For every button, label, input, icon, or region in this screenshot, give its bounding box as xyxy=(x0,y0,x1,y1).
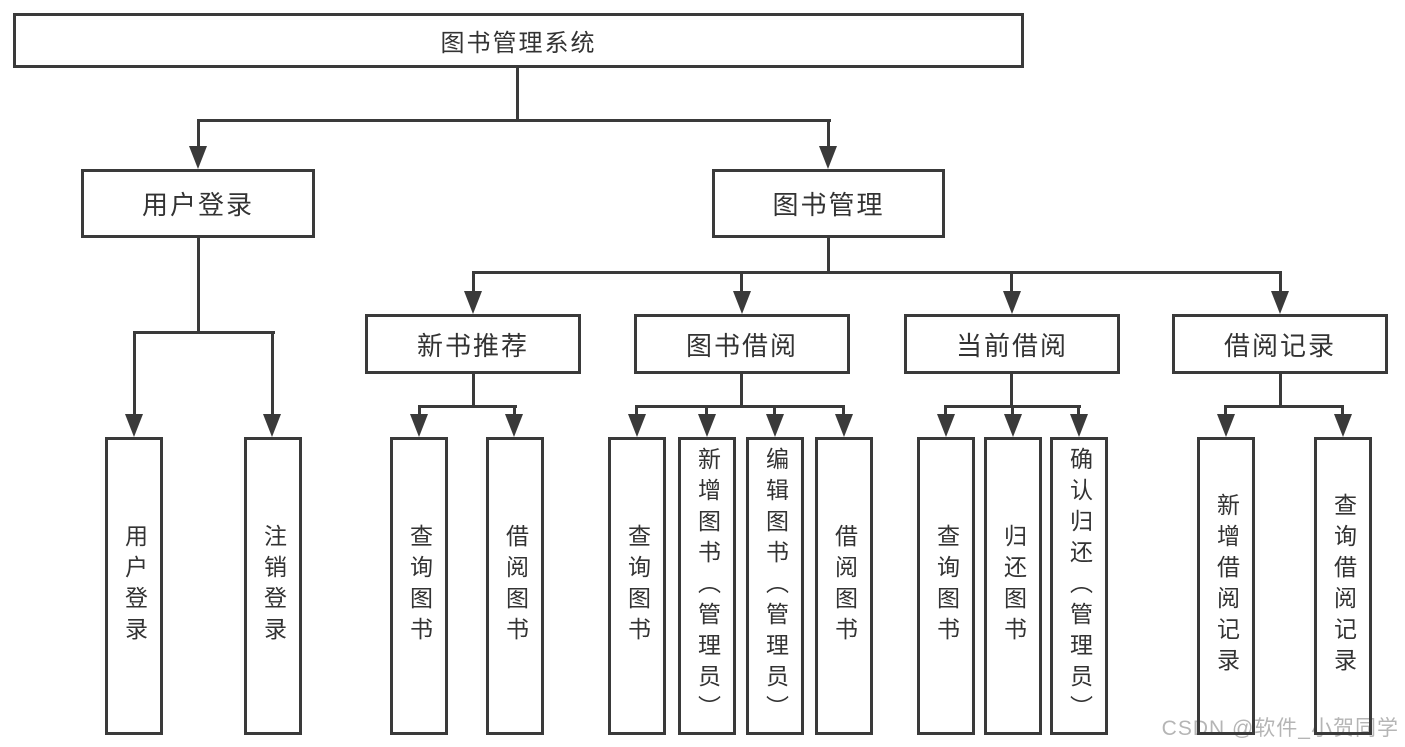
arrowhead xyxy=(698,414,716,437)
connector-line xyxy=(197,238,200,334)
connector-line xyxy=(472,271,1282,274)
connector-line xyxy=(1279,374,1282,408)
leaf-query-books: 查询图书 xyxy=(608,437,666,735)
connector-line xyxy=(705,405,708,417)
connector-line xyxy=(197,119,831,122)
leaf-add-borrow-record: 新增借阅记录 xyxy=(1197,437,1255,735)
arrowhead xyxy=(1003,291,1021,314)
node-user-login: 用户登录 xyxy=(81,169,315,238)
connector-line xyxy=(740,271,743,293)
connector-line xyxy=(472,374,475,408)
connector-line xyxy=(1011,405,1014,417)
connector-line xyxy=(513,405,516,417)
node-new-book-recommendation: 新书推荐 xyxy=(365,314,581,374)
connector-line xyxy=(133,331,136,416)
leaf-return-books: 归还图书 xyxy=(984,437,1042,735)
leaf-query-books: 查询图书 xyxy=(917,437,975,735)
leaf-query-borrow-record: 查询借阅记录 xyxy=(1314,437,1372,735)
arrowhead xyxy=(1271,291,1289,314)
connector-line xyxy=(1341,405,1344,417)
connector-line xyxy=(1010,271,1013,293)
connector-line xyxy=(472,271,475,293)
leaf-query-books: 查询图书 xyxy=(390,437,448,735)
arrowhead xyxy=(505,414,523,437)
connector-line xyxy=(827,119,830,149)
node-book-management: 图书管理 xyxy=(712,169,945,238)
leaf-borrow-books: 借阅图书 xyxy=(815,437,873,735)
connector-line xyxy=(1279,271,1282,293)
arrowhead xyxy=(1217,414,1235,437)
arrowhead xyxy=(410,414,428,437)
connector-line xyxy=(1224,405,1227,417)
arrowhead xyxy=(263,414,281,437)
connector-line xyxy=(418,405,517,408)
leaf-confirm-return-admin: 确认归还（管理员） xyxy=(1050,437,1108,735)
arrowhead xyxy=(125,414,143,437)
arrowhead xyxy=(819,146,837,169)
connector-line xyxy=(418,405,421,417)
connector-line xyxy=(773,405,776,417)
node-library-system: 图书管理系统 xyxy=(13,13,1024,68)
arrowhead xyxy=(1004,414,1022,437)
node-current-borrowing: 当前借阅 xyxy=(904,314,1120,374)
connector-line xyxy=(842,405,845,417)
node-borrowing-records: 借阅记录 xyxy=(1172,314,1388,374)
connector-line xyxy=(197,119,200,149)
node-book-borrowing: 图书借阅 xyxy=(634,314,850,374)
connector-line xyxy=(133,331,275,334)
connector-line xyxy=(1077,405,1080,417)
arrowhead xyxy=(937,414,955,437)
leaf-add-books-admin: 新增图书（管理员） xyxy=(678,437,736,735)
arrowhead xyxy=(189,146,207,169)
connector-line xyxy=(636,405,845,408)
arrowhead xyxy=(464,291,482,314)
connector-line xyxy=(1010,374,1013,408)
connector-line xyxy=(516,68,519,122)
arrowhead xyxy=(628,414,646,437)
arrowhead xyxy=(766,414,784,437)
leaf-user-login: 用户登录 xyxy=(105,437,163,735)
connector-line xyxy=(1225,405,1344,408)
connector-line xyxy=(827,238,830,274)
connector-line xyxy=(271,331,274,416)
leaf-edit-books-admin: 编辑图书（管理员） xyxy=(746,437,804,735)
connector-line xyxy=(944,405,947,417)
arrowhead xyxy=(1334,414,1352,437)
connector-line xyxy=(740,374,743,408)
connector-line xyxy=(635,405,638,417)
leaf-borrow-books: 借阅图书 xyxy=(486,437,544,735)
arrowhead xyxy=(733,291,751,314)
leaf-logout: 注销登录 xyxy=(244,437,302,735)
arrowhead xyxy=(835,414,853,437)
arrowhead xyxy=(1070,414,1088,437)
